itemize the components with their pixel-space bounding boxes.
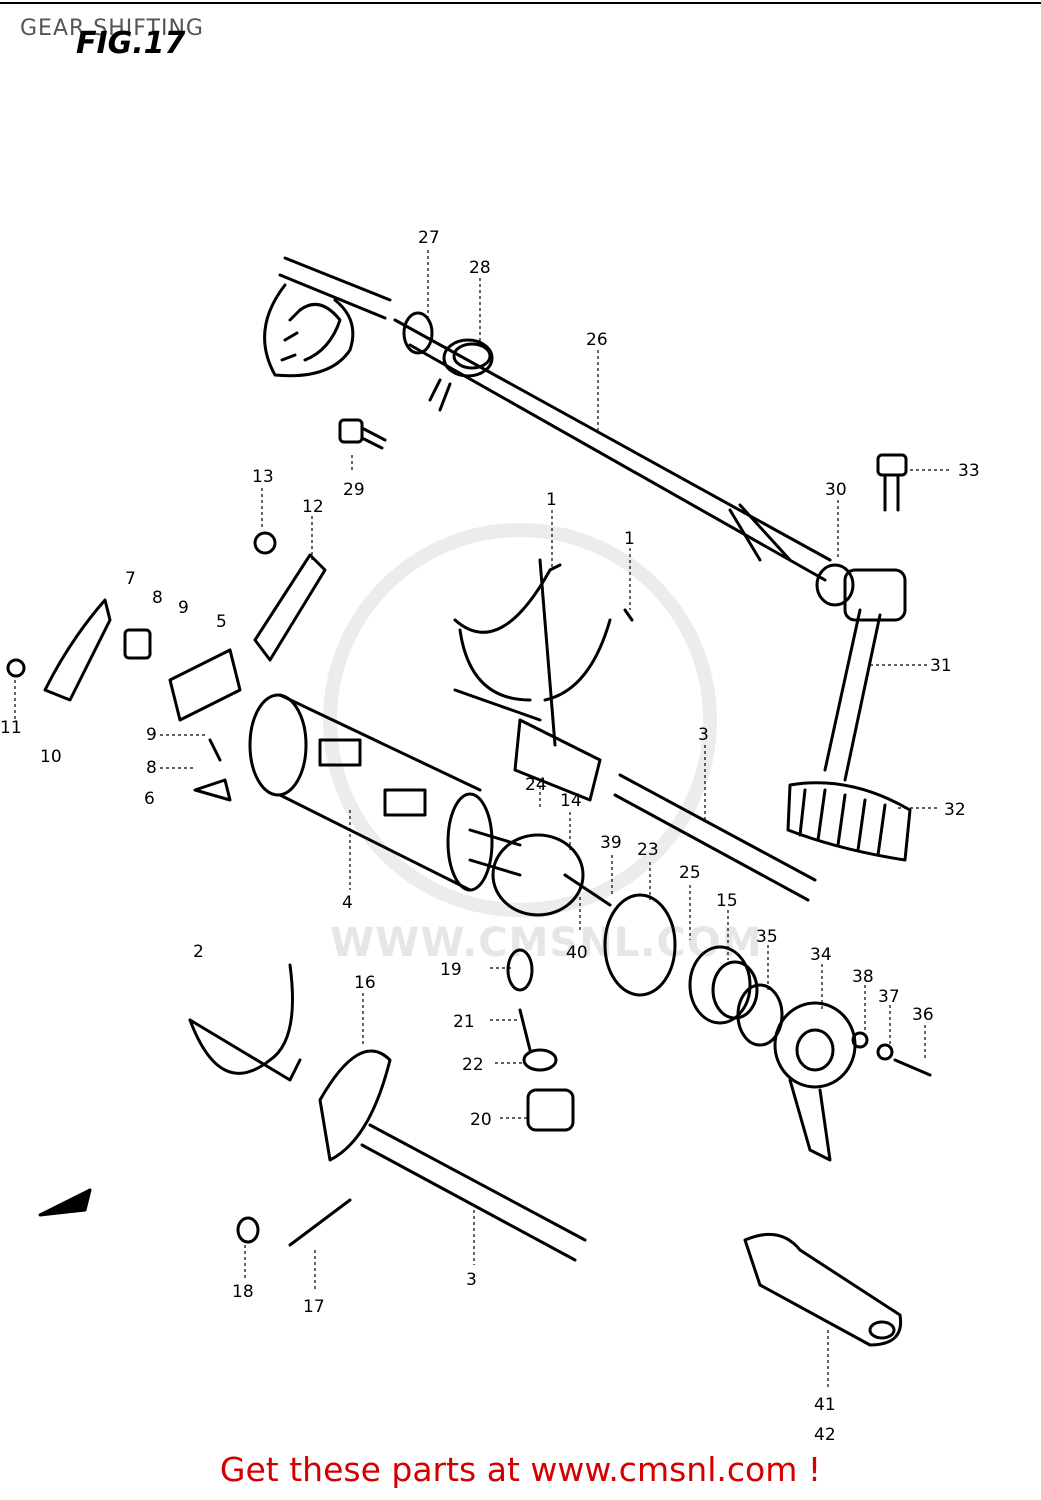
part-10-13-cam-stopper-parts [6,531,327,802]
callout-39: 39 [600,833,622,853]
callout-3a: 3 [698,725,709,745]
callout-25: 25 [679,863,701,883]
callout-40: 40 [566,943,588,963]
callout-9a: 9 [178,598,189,618]
callout-12: 12 [302,497,324,517]
callout-33: 33 [958,461,980,481]
callout-37: 37 [878,987,900,1007]
callout-15: 15 [716,891,738,911]
callout-3b: 3 [466,1270,477,1290]
callout-1a: 1 [546,490,557,510]
callout-20: 20 [470,1110,492,1130]
front-direction-arrow [38,1188,92,1217]
section-title: GEAR SHIFTING [20,16,204,41]
callout-13: 13 [252,467,274,487]
part-23-cam-gear [603,893,677,997]
part-14-circlip [491,833,585,917]
part-31-gear-shift-lever [823,568,907,782]
callout-30: 30 [825,480,847,500]
callout-31: 31 [930,656,952,676]
part-41-42-foot-rest [743,1232,903,1347]
callout-35: 35 [756,927,778,947]
part-26-shift-shaft [263,256,832,582]
part-35-ring [736,983,784,1047]
callout-36: 36 [912,1005,934,1025]
part-30-bush [815,563,855,607]
callout-8a: 8 [152,588,163,608]
part-3-fork-shaft-lower [360,1123,587,1262]
part-15-bearing [688,945,759,1025]
callout-38: 38 [852,967,874,987]
callout-27: 27 [418,228,440,248]
top-rule [0,2,1041,4]
callout-23: 23 [637,840,659,860]
callout-7: 7 [125,569,136,589]
callout-22: 22 [462,1055,484,1075]
callout-32: 32 [944,800,966,820]
callout-19: 19 [440,960,462,980]
callout-29: 29 [343,480,365,500]
callout-28: 28 [469,258,491,278]
get-parts-link[interactable]: Get these parts at www.cmsnl.com ! [219,1450,822,1489]
part-3-fork-shaft-upper [613,773,817,902]
callout-9b: 9 [146,725,157,745]
part-39-40-pin [563,873,612,907]
part-17-spring [288,1198,352,1247]
part-34-pawl-lifter [773,1001,857,1162]
part-36-38-bolt-washers [851,1031,932,1077]
part-1-shift-forks [453,558,634,802]
callout-21: 21 [453,1012,475,1032]
callout-8b: 8 [146,758,157,778]
callout-26: 26 [586,330,608,350]
callout-17: 17 [303,1297,325,1317]
part-19-22-detent-parts [506,948,575,1132]
callout-42: 42 [814,1425,836,1445]
callout-11: 11 [0,718,22,738]
callout-14: 14 [560,791,582,811]
callout-2: 2 [193,942,204,962]
callout-16: 16 [354,973,376,993]
callout-41: 41 [814,1395,836,1415]
part-29-stopper-bolt [338,418,387,450]
callout-numbers: 27 28 26 29 13 12 33 30 31 32 1 1 7 8 9 … [0,228,980,1445]
part-32-pedal-rubber [786,781,912,862]
callout-5: 5 [216,612,227,632]
callout-4: 4 [342,893,353,913]
leader-lines [14,250,950,1390]
part-33-bolt [876,453,908,512]
callout-18: 18 [232,1282,254,1302]
figure-label: FIG.17 [76,26,186,61]
callout-24: 24 [525,775,547,795]
part-16-stopper-plate [318,1049,392,1162]
callout-10: 10 [40,747,62,767]
part-4-gearshift-cam [248,693,522,892]
callout-1b: 1 [624,529,635,549]
part-2-shift-fork [188,963,302,1082]
callout-6: 6 [144,789,155,809]
callout-34: 34 [810,945,832,965]
part-18-pin [236,1216,260,1244]
part-28-return-spring [428,338,494,412]
